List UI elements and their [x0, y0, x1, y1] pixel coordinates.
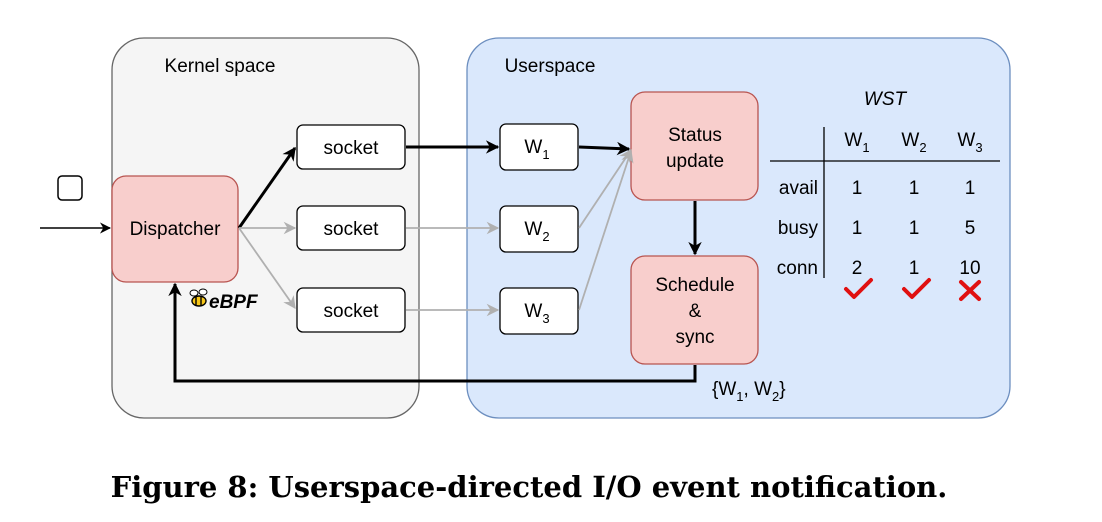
socket-1	[296, 124, 406, 170]
wst-cell: 2	[852, 258, 863, 279]
cross-icon	[959, 280, 981, 301]
wst-cell: 1	[909, 258, 920, 279]
figure-caption: Figure 8: Userspace-directed I/O event n…	[111, 470, 948, 504]
socket-1-label: socket	[324, 138, 380, 159]
status-update-node	[630, 91, 759, 201]
wst-cell: 1	[852, 218, 863, 239]
wst-title: WST	[864, 89, 908, 110]
wst-cell: 10	[959, 258, 980, 279]
edge-worker3-status	[578, 149, 634, 311]
schedule-sync-node	[630, 255, 759, 365]
worker-1-label: W1	[524, 137, 549, 162]
wst-cell: 1	[852, 178, 863, 199]
wst-table: WST W1 W2 W3 avail 1 1 1 busy 1 1 5 conn…	[770, 89, 1000, 301]
schedule-sync-line1: Schedule	[655, 275, 734, 296]
socket-3-label: socket	[324, 301, 380, 322]
wst-row-label-avail: avail	[779, 178, 818, 199]
dispatcher-node	[111, 175, 239, 283]
edge-dispatcher-socket1	[237, 146, 297, 229]
wst-cell: 5	[965, 218, 976, 239]
edge-worker1-status	[578, 141, 631, 156]
event-square	[57, 175, 83, 201]
check-icon	[902, 278, 931, 299]
check-icon	[844, 278, 873, 299]
worker-2	[499, 205, 579, 253]
wst-row-label-conn: conn	[777, 258, 818, 279]
wst-cell: 1	[965, 178, 976, 199]
socket-2	[296, 205, 406, 251]
worker-2-label: W2	[524, 219, 549, 244]
status-update-line2: update	[666, 151, 724, 172]
wst-col-w3: W3	[957, 130, 982, 155]
bee-icon	[189, 288, 208, 307]
edge-dispatcher-socket3	[238, 227, 296, 310]
schedule-sync-line2: &	[689, 301, 702, 322]
wst-cell: 1	[909, 218, 920, 239]
worker-1	[499, 123, 579, 171]
wst-row-label-busy: busy	[778, 218, 819, 239]
worker-3-label: W3	[524, 301, 549, 326]
wst-cell: 1	[909, 178, 920, 199]
schedule-sync-line3: sync	[675, 327, 714, 348]
status-update-line1: Status	[668, 125, 722, 146]
worker-3	[499, 287, 579, 335]
dispatcher-label: Dispatcher	[130, 219, 221, 240]
edge-schedule-dispatcher	[168, 282, 697, 383]
kernel-space-label: Kernel space	[165, 56, 276, 77]
ebpf-logo: eBPF	[189, 288, 259, 313]
userspace-label: Userspace	[505, 56, 596, 77]
socket-3	[296, 287, 406, 333]
wst-col-w1: W1	[844, 130, 869, 155]
ebpf-text: eBPF	[209, 292, 259, 313]
selected-workers-label: {W1, W2}	[712, 379, 786, 404]
socket-2-label: socket	[324, 219, 380, 240]
wst-col-w2: W2	[901, 130, 926, 155]
